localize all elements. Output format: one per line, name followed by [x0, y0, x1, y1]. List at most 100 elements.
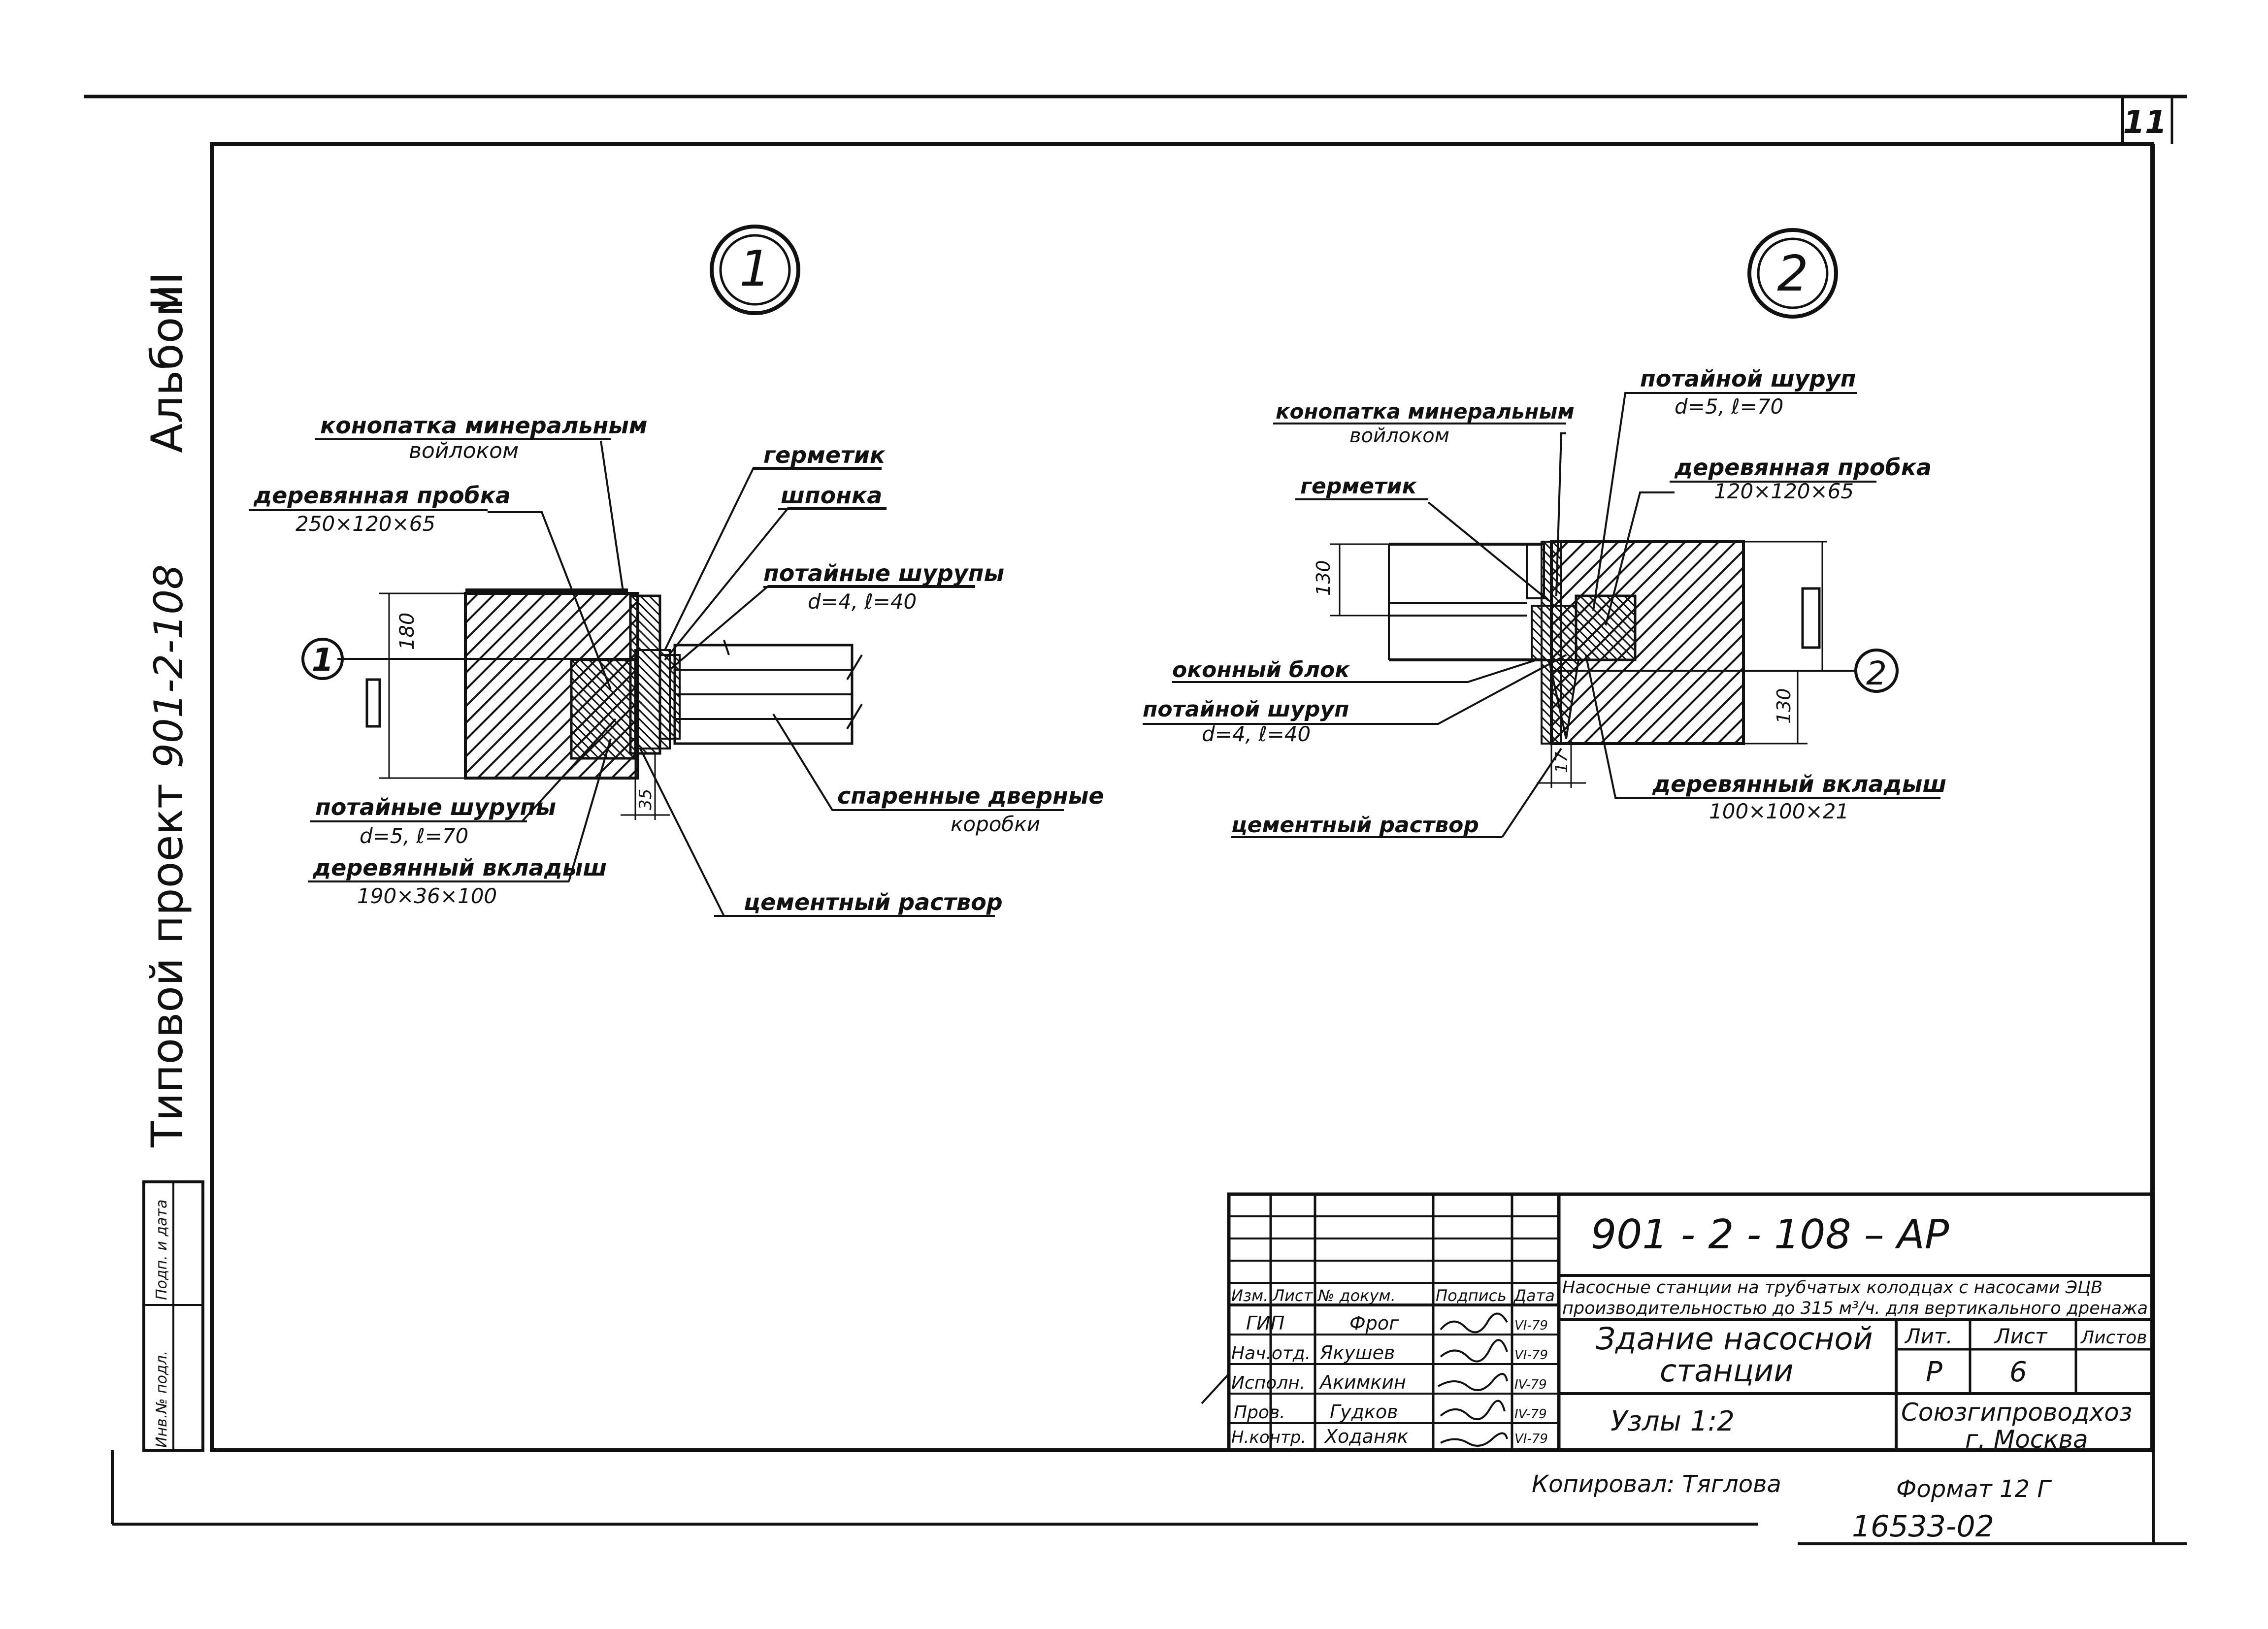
- node-2-label-wood-plug-1: деревянная пробка: [1674, 454, 1932, 481]
- node-2-marker: [1747, 228, 1838, 319]
- node-2-dim-bottom-value: 130: [1773, 688, 1795, 724]
- side-album: Альбом: [142, 284, 193, 453]
- tb-sheet-header: Лист: [1994, 1324, 2048, 1348]
- tb-sheet-name-1: Здание насосной: [1596, 1321, 1873, 1357]
- node-2-dim-top: 130: [1313, 543, 1389, 617]
- side-album-number: III: [142, 272, 193, 310]
- inventory-number: 16533-02: [1852, 1509, 1994, 1544]
- node-1-marker-label: 1: [739, 240, 771, 297]
- node-1-section-marker: [301, 638, 344, 680]
- tb-header-change: Изм.: [1231, 1286, 1268, 1305]
- node-1-dim-gap-value: 35: [636, 789, 656, 810]
- tb-date: IV-79: [1514, 1407, 1547, 1422]
- node-2-section-mark: 2: [1866, 654, 1887, 692]
- tb-role: Исполн.: [1231, 1373, 1305, 1393]
- tb-role: Нач.отд.: [1231, 1343, 1311, 1364]
- tb-stage: Р: [1926, 1356, 1942, 1388]
- tb-signatures: [1438, 1312, 1508, 1447]
- node-1-label-screws-top-2: d=4, ℓ=40: [808, 589, 917, 614]
- tb-header-document: № докум.: [1317, 1286, 1396, 1305]
- node-1-section-mark: 1: [312, 642, 334, 679]
- tb-name: Ходаняк: [1324, 1426, 1409, 1447]
- node-1-label-mortar: цементный раствор: [744, 889, 1003, 915]
- node-2: 2 2 130: [1143, 228, 1946, 838]
- node-1-label-wood-plug-2: 250×120×65: [296, 512, 435, 536]
- node-2-label-caulk-2: войлоком: [1349, 424, 1449, 447]
- tb-role: Пров.: [1234, 1402, 1285, 1423]
- tb-document-code: 901 - 2 - 108 – АР: [1591, 1211, 1949, 1258]
- node-2-label-wood-plug-2: 120×120×65: [1714, 479, 1854, 503]
- tb-date: VI-79: [1514, 1348, 1548, 1363]
- node-1-label-screws-bottom-1: потайные шурупы: [315, 794, 556, 820]
- node-1-label-caulk-1: конопатка минеральным: [320, 412, 648, 439]
- page-number: 11: [2123, 104, 2167, 141]
- node-1-label-screws-bottom-2: d=5, ℓ=70: [360, 824, 468, 848]
- node-2-window-block: [1388, 543, 1577, 661]
- node-1-label-wood-plug-1: деревянная пробка: [253, 482, 511, 509]
- side-title-block: Инв.№ подл. Подп. и дата Типовой проект …: [142, 272, 204, 1452]
- tb-header-sheet: Лист: [1272, 1286, 1313, 1305]
- tb-drawing-name: Узлы 1:2: [1611, 1405, 1735, 1437]
- tb-project-desc-2: производительностью до 315 м³/ч. для вер…: [1562, 1299, 2148, 1318]
- tb-stage-header: Лит.: [1904, 1324, 1953, 1348]
- tb-name: Якушев: [1319, 1342, 1395, 1364]
- node-2-section-marker: [1854, 649, 1899, 693]
- tb-name: Акимкин: [1318, 1371, 1406, 1393]
- tb-organization-2: г. Москва: [1965, 1425, 2088, 1454]
- side-title: Типовой проект: [142, 783, 193, 1148]
- format-label: Формат 12 Г: [1896, 1475, 2052, 1503]
- tb-name: Фрог: [1349, 1312, 1399, 1334]
- node-1-wood-plug: [570, 658, 637, 760]
- stamp-inventory-label: Инв.№ подл.: [153, 1351, 170, 1448]
- node-1-label-insert-2: 190×36×100: [357, 884, 497, 908]
- node-2-dim-gap-value: 17: [1552, 751, 1572, 773]
- node-2-label-caulk-1: конопатка минеральным: [1276, 399, 1575, 424]
- node-2-dim-gap: 17: [1537, 739, 1586, 788]
- node-1-label-caulk-2: войлоком: [409, 438, 519, 463]
- node-2-dim-top-value: 130: [1313, 560, 1334, 596]
- node-1-marker: [710, 225, 800, 315]
- node-1-door-frames: [659, 644, 863, 745]
- tb-sheets-header: Листов: [2080, 1328, 2147, 1348]
- node-2-wood-plug: [1575, 594, 1637, 661]
- copied-by: Копировал: Тяглова: [1532, 1470, 1781, 1498]
- node-2-label-screw-bottom-2: d=4, ℓ=40: [1202, 722, 1311, 746]
- node-2-label-screw-top-2: d=5, ℓ=70: [1675, 394, 1783, 419]
- node-2-label-sealant: герметик: [1300, 474, 1417, 499]
- node-1-dim-gap: 35: [621, 753, 670, 820]
- tb-project-desc-1: Насосные станции на трубчатых колодцах с…: [1562, 1278, 2103, 1298]
- node-1-dim-height: 180: [379, 592, 465, 779]
- tb-role: ГИП: [1246, 1312, 1284, 1334]
- tb-name: Гудков: [1330, 1401, 1398, 1423]
- node-2-label-screw-top-1: потайной шуруп: [1640, 365, 1856, 392]
- node-1-label-sealant: герметик: [763, 442, 886, 468]
- node-1: 1 1 180: [249, 225, 1104, 917]
- stamp-signature-label: Подп. и дата: [153, 1200, 170, 1300]
- node-1-label-door-frames-1: спаренные дверные: [837, 782, 1104, 809]
- node-1-label-screws-top-1: потайные шурупы: [763, 560, 1004, 586]
- title-block: Изм. Лист № докум. Подпись Дата ГИП Фрог…: [1201, 1192, 2155, 1454]
- node-2-label-screw-bottom-1: потайной шуруп: [1143, 697, 1349, 722]
- tb-role: Н.контр.: [1231, 1428, 1306, 1447]
- node-2-label-insert-2: 100×100×21: [1709, 799, 1849, 823]
- side-project-code: 901-2-108: [146, 564, 192, 768]
- tb-date: VI-79: [1514, 1318, 1548, 1333]
- node-1-label-door-frames-2: коробки: [951, 812, 1040, 836]
- node-2-label-insert-1: деревянный вкладыш: [1652, 771, 1946, 797]
- tb-organization-1: Союзгипроводхоз: [1901, 1398, 2132, 1427]
- tb-date: IV-79: [1514, 1377, 1547, 1392]
- node-2-leaders: [1143, 392, 1675, 838]
- tb-header-signature: Подпись: [1436, 1286, 1507, 1305]
- node-2-label-mortar: цементный раствор: [1231, 813, 1479, 838]
- tb-date: VI-79: [1514, 1432, 1548, 1446]
- node-1-dim-height-value: 180: [396, 613, 419, 650]
- node-2-label-window-block: оконный блок: [1172, 657, 1350, 683]
- tb-sheet-no: 6: [2009, 1356, 2027, 1388]
- tb-sheet-name-2: станции: [1660, 1353, 1794, 1389]
- node-2-marker-label: 2: [1777, 245, 1808, 302]
- node-2-dim-bottom: 130: [1743, 541, 1827, 745]
- node-1-label-key: шпонка: [781, 482, 882, 509]
- tb-header-date: Дата: [1513, 1286, 1555, 1305]
- node-1-label-insert-1: деревянный вкладыш: [312, 854, 607, 881]
